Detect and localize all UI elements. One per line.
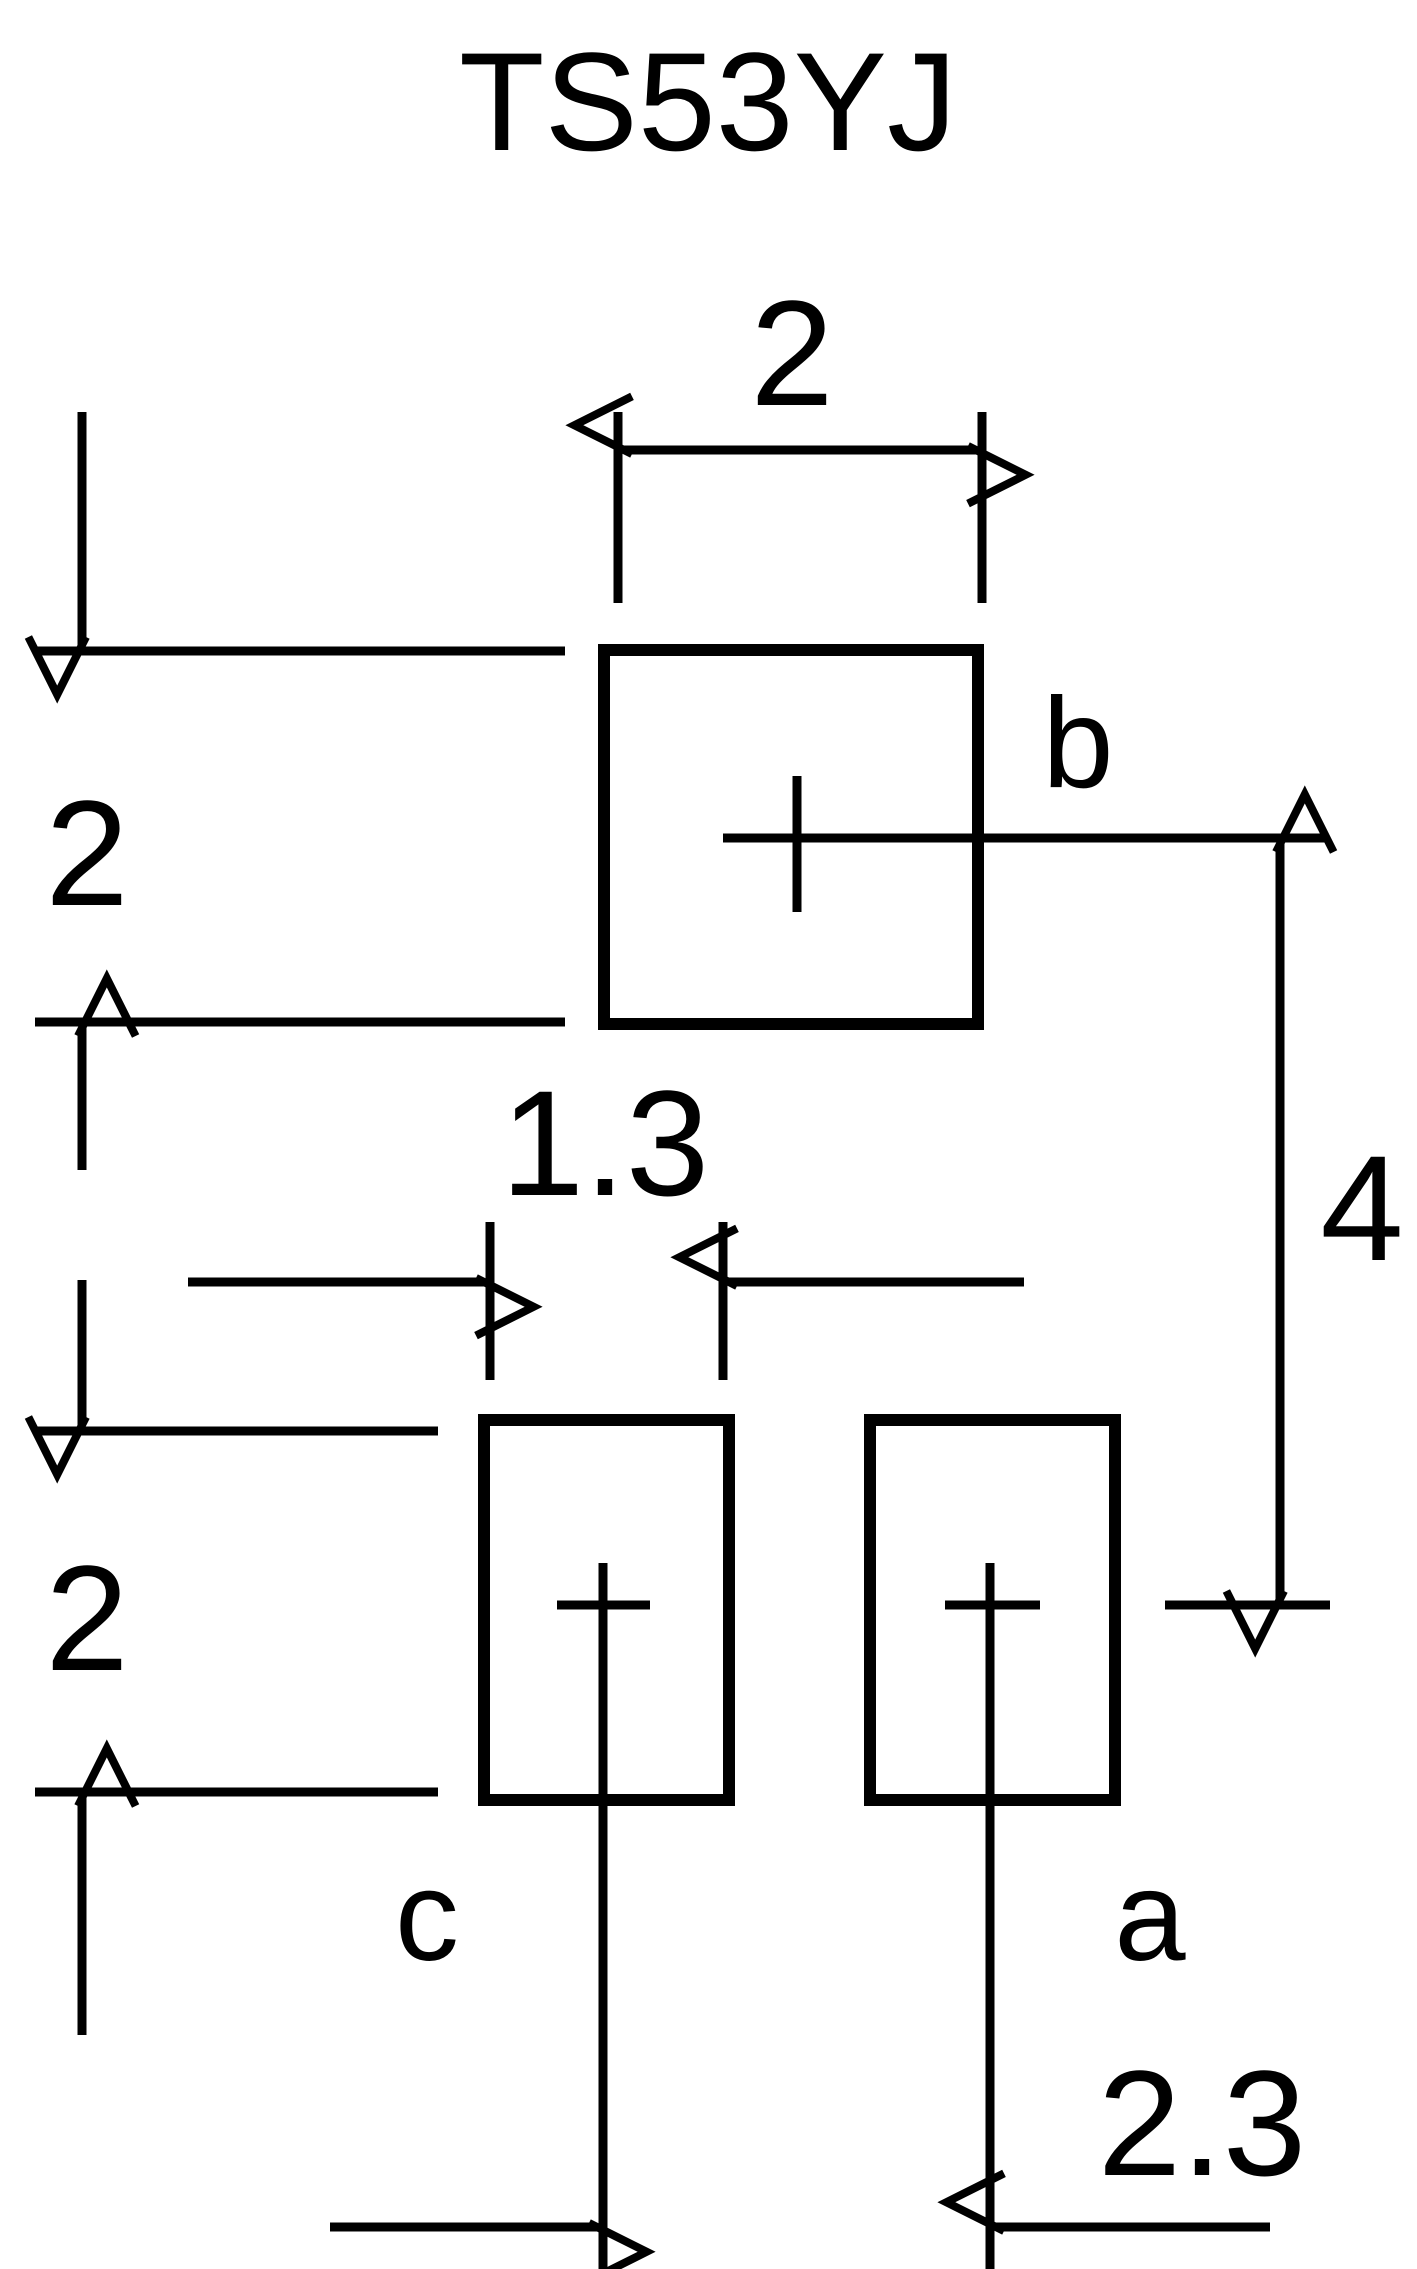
dim-pitch-vertical <box>1165 785 1338 1658</box>
pad-b-center-mark <box>723 776 1325 912</box>
dim-pad-b-width <box>565 392 1035 603</box>
dim-pad-b-height-label: 2 <box>45 769 128 937</box>
dim-pad-ca-height <box>24 1280 438 2035</box>
dim-pad-b-height <box>24 412 565 1170</box>
pad-a-center-mark <box>945 1563 1040 2269</box>
dim-pad-ca-height-label: 2 <box>45 1534 128 1702</box>
pad-c-center-mark <box>557 1563 650 2269</box>
dim-pad-gap <box>188 1222 1024 1380</box>
dim-pitch-vertical-label: 4 <box>1320 1124 1403 1292</box>
dim-pad-gap-label: 1.3 <box>501 1059 710 1227</box>
dim-pad-b-width-label: 2 <box>750 269 833 437</box>
pad-a-label: a <box>1114 1845 1186 1988</box>
pad-b-label: b <box>1042 672 1113 815</box>
dim-pitch-horizontal-label: 2.3 <box>1098 2039 1307 2207</box>
part-number-title: TS53YJ <box>459 23 957 180</box>
pad-c-label: c <box>395 1845 459 1988</box>
